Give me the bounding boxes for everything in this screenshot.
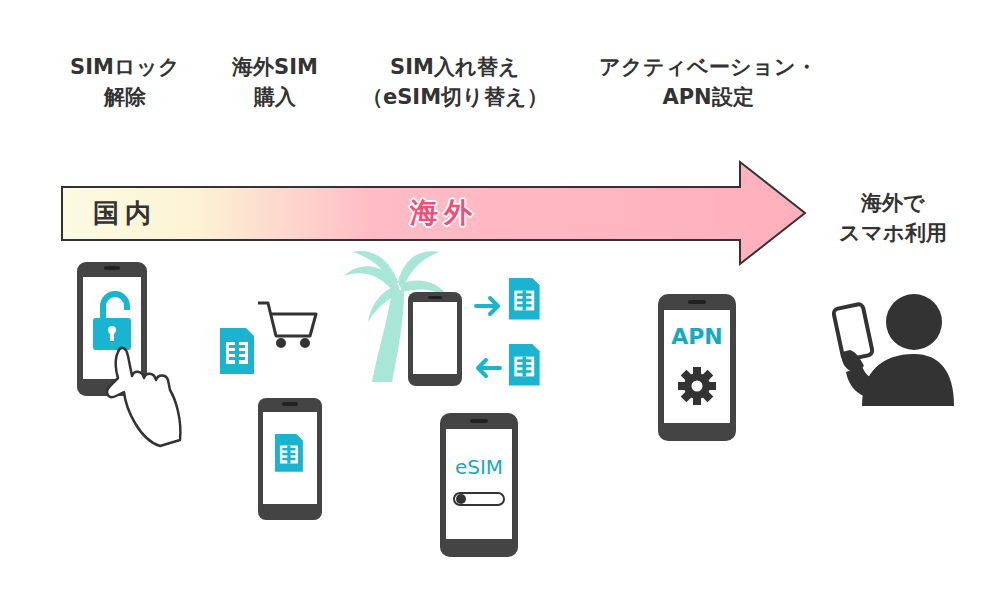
swap-arrows	[476, 298, 500, 376]
step-label: アクティベーション・ APN設定	[599, 52, 817, 113]
sim-card	[509, 278, 540, 385]
phone-speaker	[688, 300, 706, 304]
step-label: SIMロック 解除	[70, 52, 180, 113]
step-label: 海外SIM 購入	[232, 52, 318, 113]
phone-box: eSIM	[440, 413, 518, 557]
phone-screen	[446, 429, 512, 539]
phone-box: APN	[658, 294, 736, 441]
phone-outline	[658, 294, 736, 441]
phone-outline	[440, 413, 518, 557]
phone-body	[658, 294, 736, 441]
sim-phone	[258, 398, 322, 520]
hand	[107, 348, 180, 446]
toggle-switch	[454, 493, 504, 505]
result-label: 海外で スマホ利用	[839, 188, 947, 249]
apn-label: APN	[658, 324, 736, 349]
overseas-label: 海外	[410, 194, 478, 232]
person-silhouette	[833, 294, 954, 406]
phone-body	[440, 413, 518, 557]
shopping-cart	[258, 303, 316, 347]
arrow-outline	[62, 162, 805, 264]
sim-card	[220, 328, 254, 374]
step-label: SIM入れ替え （eSIM切り替え）	[362, 52, 548, 113]
gear-icon	[678, 367, 716, 405]
esim-label: eSIM	[440, 455, 518, 479]
domestic-label: 国内	[93, 196, 157, 231]
swap-phone	[408, 292, 462, 386]
phone-speaker	[470, 419, 488, 423]
journey-arrow-band: 国内 海外	[60, 160, 810, 266]
